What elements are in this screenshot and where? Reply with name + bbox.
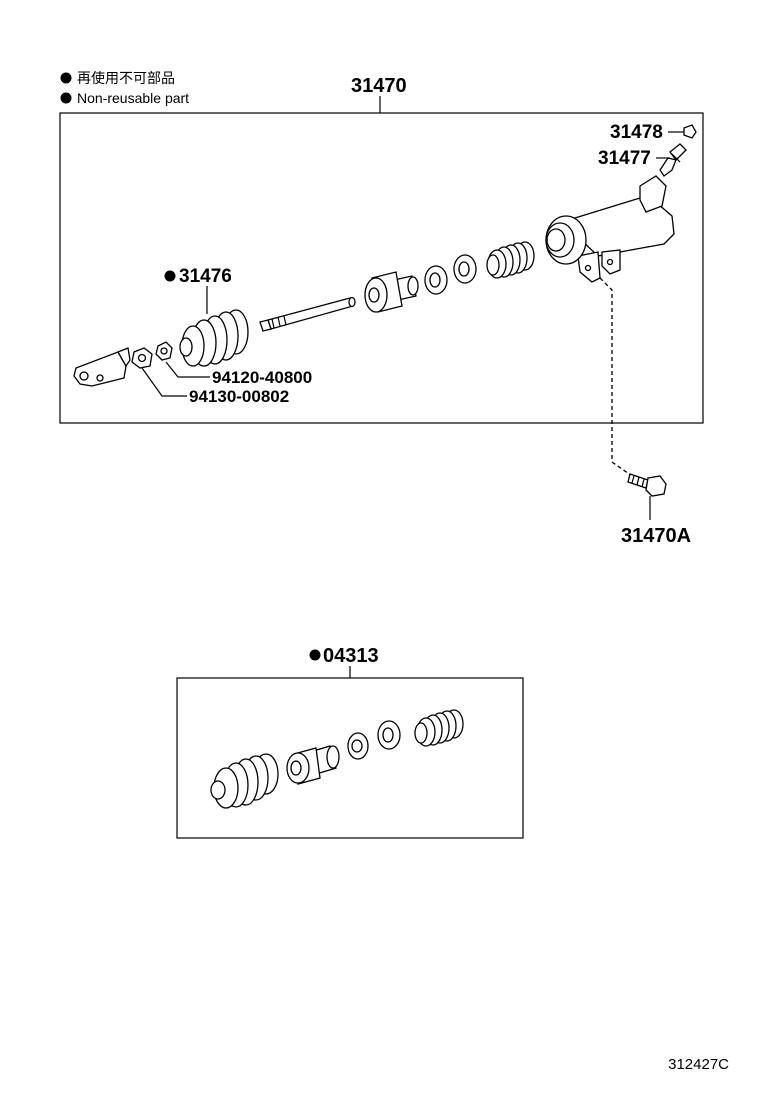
bleeder-31477 — [659, 143, 687, 177]
label-31470[interactable]: 31470 — [351, 75, 407, 97]
push-rod — [259, 296, 356, 332]
kit-spring — [414, 709, 464, 747]
nut-94120 — [155, 341, 173, 361]
spring — [486, 241, 535, 279]
assembly-box — [59, 112, 704, 424]
dashed-connector — [599, 277, 633, 477]
non-reusable-mark-31476 — [164, 270, 176, 282]
legend-bullet-1 — [60, 72, 72, 84]
label-31470A[interactable]: 31470A — [621, 525, 691, 547]
legend-en-text: Non-reusable part — [77, 90, 189, 106]
legend-jp-text: 再使用不可部品 — [77, 70, 175, 86]
cap-31478 — [683, 124, 697, 139]
legend-bullet-2 — [60, 92, 72, 104]
label-31478[interactable]: 31478 — [610, 122, 663, 143]
leader-94120 — [165, 361, 210, 378]
label-31477[interactable]: 31477 — [598, 148, 651, 169]
boot-31476 — [179, 309, 249, 367]
kit-piston — [286, 745, 340, 785]
piston — [364, 271, 419, 313]
label-94120-40800[interactable]: 94120-40800 — [212, 368, 312, 387]
nut-94130 — [131, 347, 153, 369]
non-reusable-mark-04313 — [309, 649, 321, 661]
diagram-code: 312427C — [668, 1056, 729, 1073]
kit-seal-small — [347, 732, 369, 760]
kit-box — [176, 677, 524, 839]
label-94130-00802[interactable]: 94130-00802 — [189, 387, 289, 406]
seal-large — [453, 254, 477, 284]
cylinder-body — [545, 175, 675, 283]
label-04313[interactable]: 04313 — [323, 645, 379, 667]
kit-seal-large — [377, 720, 401, 750]
kit-boot — [210, 753, 279, 809]
seal-small — [424, 265, 448, 295]
legend: 再使用不可部品 Non-reusable part — [60, 70, 189, 106]
bolt-31470A — [627, 473, 667, 497]
leader-94130 — [141, 367, 187, 397]
label-31476[interactable]: 31476 — [179, 266, 232, 287]
clevis — [73, 347, 131, 387]
